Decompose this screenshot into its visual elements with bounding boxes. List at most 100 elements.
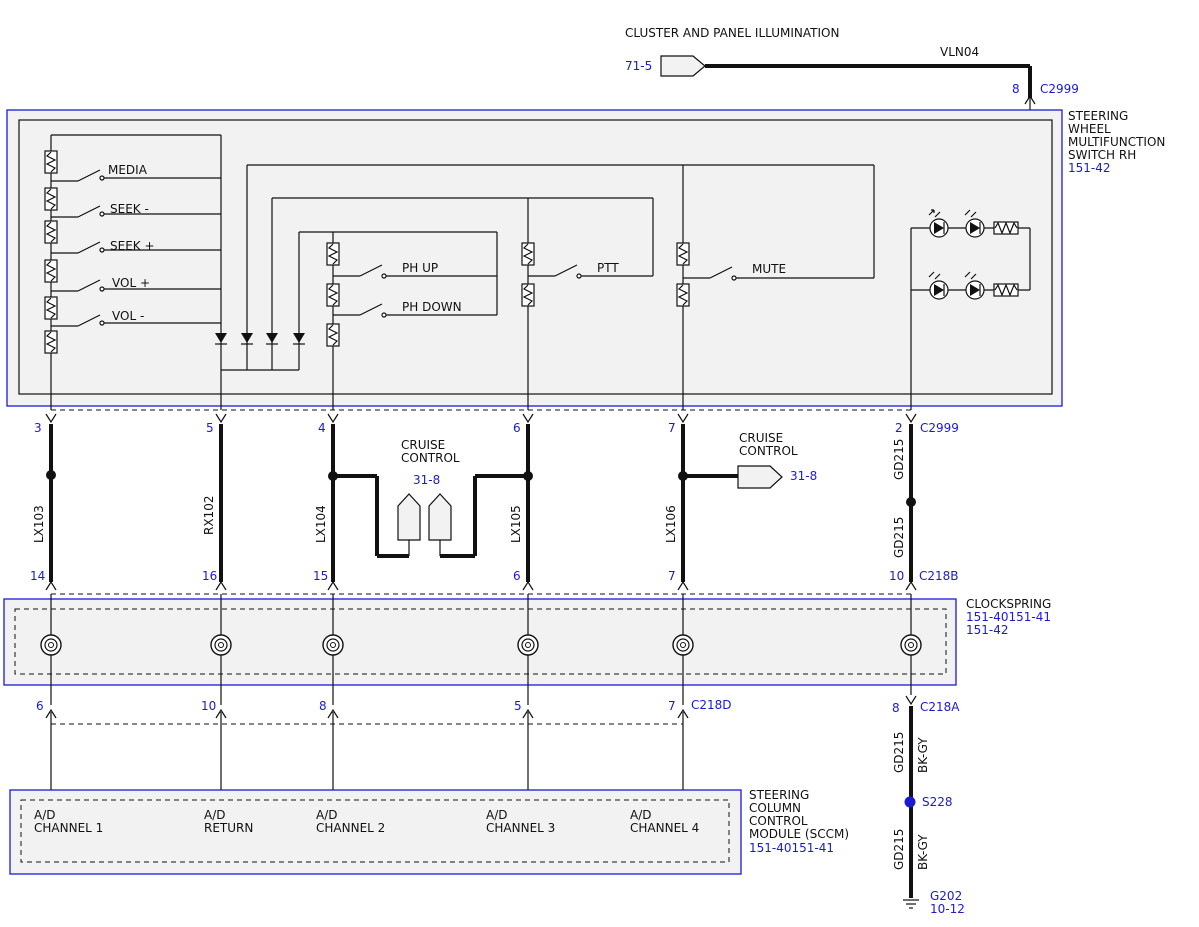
sccm-title-1: STEERING	[749, 788, 809, 802]
connector-label-c218d: C218D	[691, 698, 732, 712]
harness-wires	[49, 424, 913, 582]
switch-title-2: WHEEL	[1068, 122, 1111, 136]
sccm-ch3-a: A/D	[316, 808, 338, 822]
c218b-terminal-icons	[45, 580, 917, 591]
sccm-box	[9, 789, 742, 875]
upper-pin-4: 6	[513, 421, 521, 435]
upper-terminal-icons	[45, 413, 917, 424]
connector-label-c218b: C218B	[919, 569, 959, 583]
wire-label-lx104: LX104	[314, 505, 328, 543]
sccm-ch5-a: A/D	[630, 808, 652, 822]
pin-label: 8	[1012, 82, 1020, 96]
sccm-ch4-a: A/D	[486, 808, 508, 822]
c218d-pin-5: 7	[668, 699, 676, 713]
cruise-title-right-1: CRUISE	[739, 431, 783, 445]
sccm-ch4-b: CHANNEL 3	[486, 821, 555, 835]
switch-seek-minus: SEEK -	[110, 202, 149, 216]
c218a-pin: 8	[892, 701, 900, 715]
illumination-ref[interactable]: 71-5	[625, 59, 652, 73]
cruise-title-1: CRUISE	[401, 438, 445, 452]
wire-label-lx105: LX105	[509, 505, 523, 543]
upper-pin-5: 7	[668, 421, 676, 435]
cruise-ref-right[interactable]: 31-8	[790, 469, 817, 483]
clockspring-through-wires	[50, 594, 912, 705]
ph-resistors	[326, 242, 340, 347]
connector-label-c2999-top: C2999	[1040, 82, 1079, 96]
ground-color-label-1: BK-GY	[916, 737, 930, 773]
ptt-resistors	[521, 242, 535, 307]
mute-resistors	[676, 242, 690, 307]
switch-ph-down: PH DOWN	[402, 300, 462, 314]
ground-wire-label-1: GD215	[892, 732, 906, 773]
sccm-title-4: MODULE (SCCM)	[749, 827, 849, 841]
sccm-ch1-b: CHANNEL 1	[34, 821, 103, 835]
upper-pin-1: 3	[34, 421, 42, 435]
sccm-ch5-b: CHANNEL 4	[630, 821, 699, 835]
clockspring-title: CLOCKSPRING	[966, 597, 1051, 611]
ground-symbol-icon	[903, 899, 919, 909]
sccm-title-2: COLUMN	[749, 801, 801, 815]
sccm-ch1-a: A/D	[34, 808, 56, 822]
clockspring-ref-1[interactable]: 151-40151-41	[966, 610, 1051, 624]
left-switches	[51, 169, 221, 327]
cruise-connector-arrow-icon	[737, 465, 783, 489]
upper-pin-2: 5	[206, 421, 214, 435]
c218d-pin-3: 8	[319, 699, 327, 713]
switch-title-4: SWITCH RH	[1068, 148, 1136, 162]
wire-label-lx103: LX103	[32, 505, 46, 543]
splice-dots	[46, 470, 916, 507]
switch-vol-minus: VOL -	[112, 309, 144, 323]
upper-pin-6: 2	[895, 421, 903, 435]
switch-media: MEDIA	[108, 163, 148, 177]
sccm-wires	[50, 712, 684, 800]
sccm-ch2-a: A/D	[204, 808, 226, 822]
connector-arrow-icon	[660, 55, 706, 77]
c218d-terminal-icons	[45, 708, 689, 719]
connector-label-c2999: C2999	[920, 421, 959, 435]
c218d-pin-2: 10	[201, 699, 216, 713]
wire-label-vln04: VLN04	[940, 45, 979, 59]
switch-seek-plus: SEEK +	[110, 239, 155, 253]
switch-vol-plus: VOL +	[112, 276, 150, 290]
switch-mute: MUTE	[752, 262, 786, 276]
cruise-ref-center[interactable]: 31-8	[413, 473, 440, 487]
wire-label-rx102: RX102	[202, 496, 216, 535]
switch-title-3: MULTIFUNCTION	[1068, 135, 1165, 149]
sccm-ch2-b: RETURN	[204, 821, 253, 835]
wire-label-lx106: LX106	[664, 505, 678, 543]
led-icons	[928, 209, 1019, 300]
sccm-ref[interactable]: 151-40151-41	[749, 841, 834, 855]
cruise-connector-left-icon	[397, 493, 421, 541]
c218b-pin-5: 7	[668, 569, 676, 583]
cruise-title-2: CONTROL	[401, 451, 460, 465]
diode-wires	[246, 164, 875, 370]
c218b-pin-6: 10	[889, 569, 904, 583]
sccm-ch3-b: CHANNEL 2	[316, 821, 385, 835]
wire-label-gd215-b: GD215	[892, 517, 906, 558]
switch-ptt: PTT	[597, 261, 619, 275]
clockspring-ref-2[interactable]: 151-42	[966, 623, 1009, 637]
switch-title-1: STEERING	[1068, 109, 1128, 123]
c218b-pin-3: 15	[313, 569, 328, 583]
switch-ref[interactable]: 151-42	[1068, 161, 1111, 175]
clockspring-coil-icons	[40, 634, 922, 656]
illumination-title: CLUSTER AND PANEL ILLUMINATION	[625, 26, 839, 40]
cruise-title-right-2: CONTROL	[739, 444, 798, 458]
clockspring-inner-box	[14, 608, 947, 675]
connector-label-c218a: C218A	[920, 700, 960, 714]
switch-ph-up: PH UP	[402, 261, 438, 275]
ground-label-g202: G202	[930, 889, 962, 903]
splice-label-s228: S228	[922, 795, 953, 809]
ground-ref[interactable]: 10-12	[930, 902, 965, 916]
c218a-terminal-icon	[905, 695, 917, 706]
c218b-pin-4: 6	[513, 569, 521, 583]
ground-wire-label-2: GD215	[892, 829, 906, 870]
wire-label-gd215-a: GD215	[892, 439, 906, 480]
sccm-inner-box	[20, 799, 730, 863]
cruise-connector-right-icon	[428, 493, 452, 541]
upper-pin-3: 4	[318, 421, 326, 435]
sccm-title-3: CONTROL	[749, 814, 808, 828]
switch-inner-box	[18, 119, 1053, 395]
splice-s228-icon	[904, 796, 916, 808]
